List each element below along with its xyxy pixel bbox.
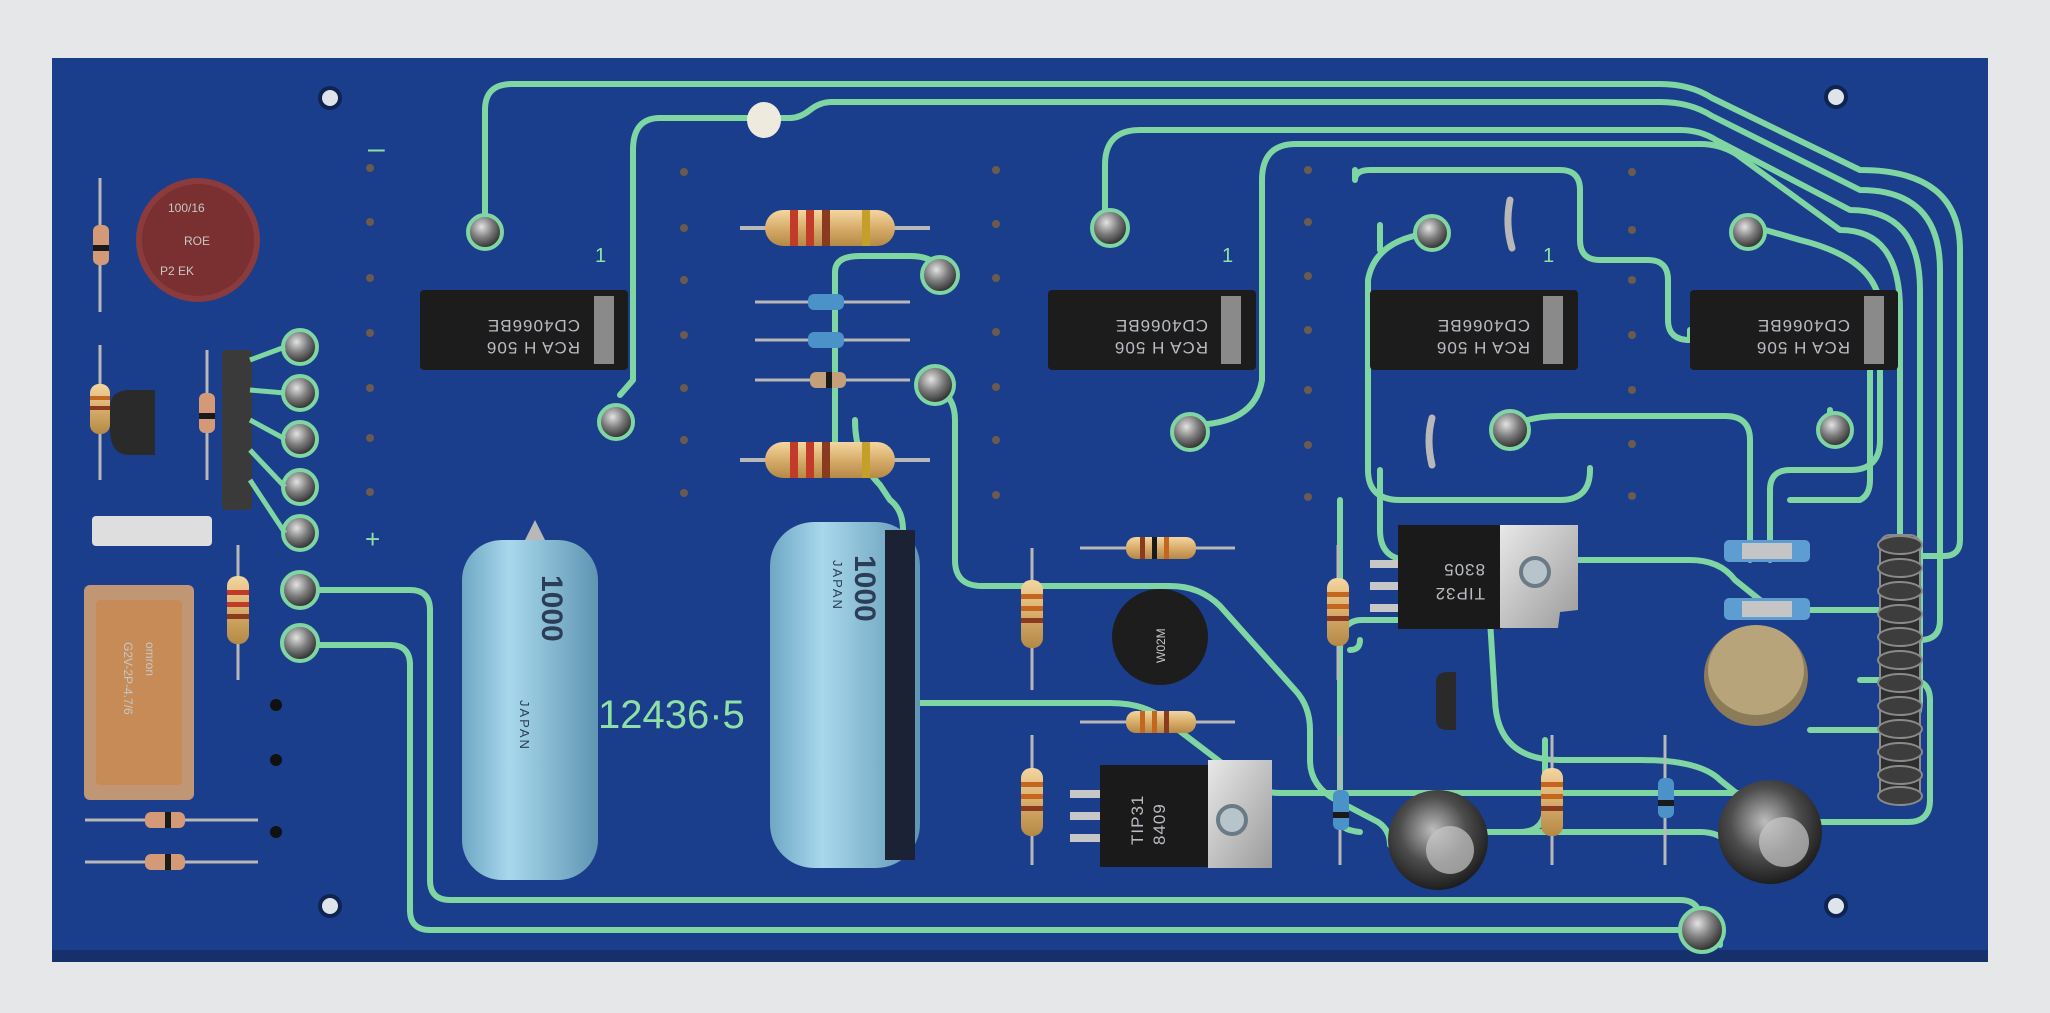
ic-4-label-line1: CD4066BE	[1757, 316, 1850, 335]
pcb-board	[52, 58, 1988, 960]
pcb-edge-shadow	[52, 950, 1988, 962]
blue-chip-components	[1724, 540, 1810, 620]
transistor-tip31: TIP31 8409	[1070, 760, 1272, 868]
electrolytic-cap-2	[1718, 780, 1822, 884]
tip32-label-line1: TIP32	[1435, 584, 1485, 603]
ic-4-label-line2: RCA H 506	[1756, 338, 1850, 357]
capacitor-top-left: 100/16 ROE P2 EK	[136, 178, 260, 302]
nylon-spacer	[747, 102, 781, 138]
via-dots	[270, 164, 1636, 838]
ic-3-label-line2: RCA H 506	[1436, 338, 1530, 357]
electrolytic-cap-1	[1388, 790, 1488, 890]
crystal-oscillator	[1704, 625, 1808, 726]
capacitor-large-left: 1000 JAPAN	[462, 520, 598, 880]
ic-1-label-line1: CD4066BE	[487, 316, 580, 335]
ic-1: CD4066BE RCA H 506	[420, 290, 628, 370]
cap-left-value: 1000	[535, 575, 568, 642]
cap-top-left-brand: ROE	[184, 234, 210, 248]
pin1-mark-ic1: 1	[595, 245, 606, 267]
ceramic-resistor	[92, 516, 212, 546]
ic-3: CD4066BE RCA H 506	[1370, 290, 1578, 370]
resistors	[90, 210, 1563, 865]
tip31-label-line1: TIP31	[1128, 795, 1147, 845]
tip32-label-line2: 8305	[1443, 560, 1485, 579]
cap-top-left-value: 100/16	[168, 201, 205, 215]
ic-3-label-line1: CD4066BE	[1437, 316, 1530, 335]
bridge-label: W02M	[1154, 628, 1168, 663]
bridge-rectifier: W02M	[1112, 589, 1208, 685]
relay: omron G2V-2P-4.7/6	[84, 585, 194, 800]
relay-brand: omron	[143, 642, 157, 676]
ic-1-label-line2: RCA H 506	[486, 338, 580, 357]
right-connector-pins	[1877, 534, 1923, 806]
diodes	[85, 178, 1674, 870]
cap-top-left-code: P2 EK	[160, 264, 194, 278]
tip31-label-line2: 8409	[1150, 803, 1169, 845]
ic-2: CD4066BE RCA H 506	[1048, 290, 1256, 370]
polarity-plus: +	[365, 524, 380, 554]
cap-left-brand: JAPAN	[517, 700, 532, 751]
wire-links	[1425, 196, 1516, 469]
pcb-number: 12436·5	[598, 693, 745, 737]
small-black-component	[1436, 672, 1456, 730]
polarity-minus: –	[368, 132, 385, 165]
cap-center-brand: JAPAN	[830, 560, 845, 611]
mounting-holes	[318, 85, 1848, 918]
pin1-mark-ic3: 1	[1543, 245, 1554, 267]
relay-model: G2V-2P-4.7/6	[121, 642, 135, 715]
pin1-mark-ic2: 1	[1222, 245, 1233, 267]
transistor-tip32: TIP32 8305	[1370, 525, 1578, 629]
ic-4: CD4066BE RCA H 506	[1690, 290, 1898, 370]
cap-center-value: 1000	[848, 555, 881, 622]
small-transistor	[110, 390, 155, 455]
solder-pads	[466, 208, 1854, 954]
capacitor-large-center: 1000 JAPAN	[770, 522, 920, 868]
ic-2-label-line1: CD4066BE	[1115, 316, 1208, 335]
ic-2-label-line2: RCA H 506	[1114, 338, 1208, 357]
left-connector-pins	[222, 328, 320, 663]
